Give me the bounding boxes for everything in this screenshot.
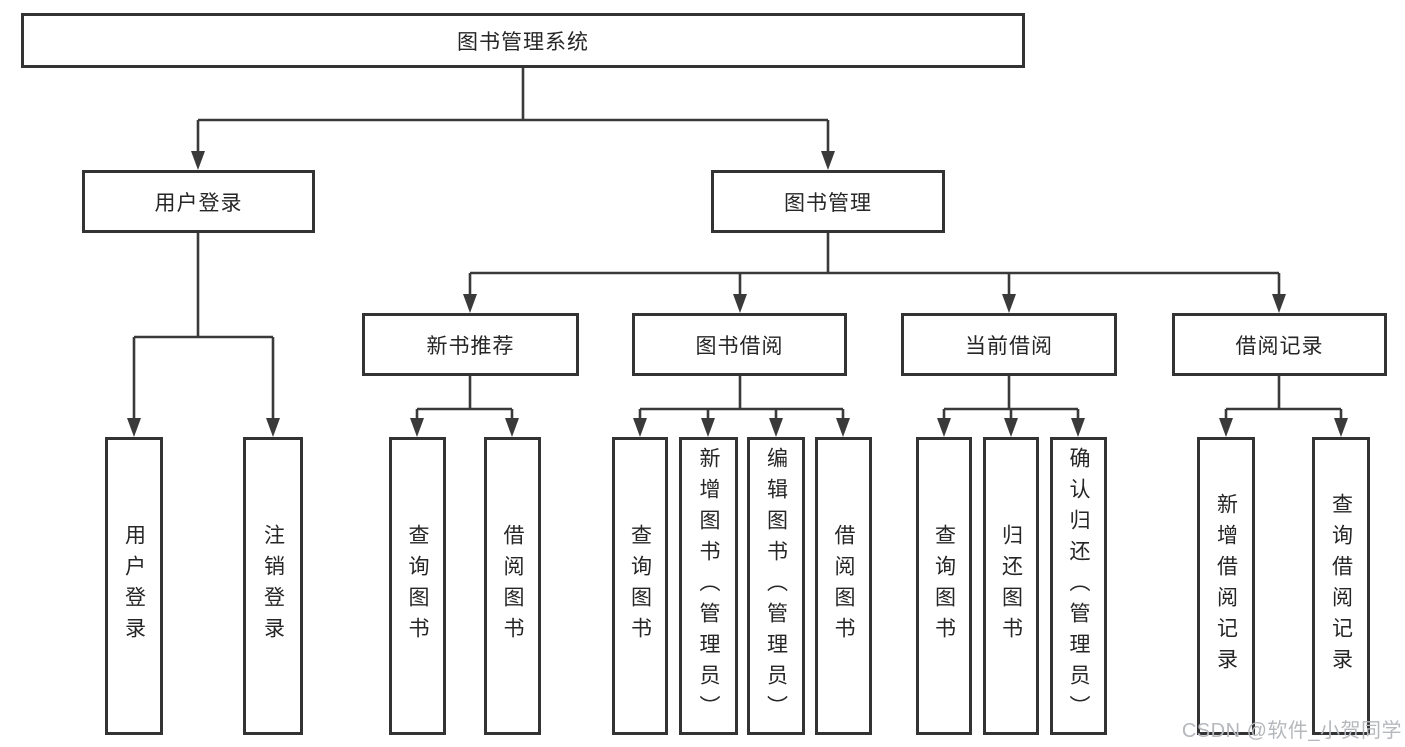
node-label: 新增图书（管理员） bbox=[697, 446, 720, 726]
arrowhead-icon bbox=[733, 294, 747, 313]
node-label: 新增借阅记录 bbox=[1214, 493, 1238, 679]
arrowhead-icon bbox=[769, 418, 783, 437]
node-leaf-add-books-admin: 新增图书（管理员） bbox=[679, 437, 738, 735]
arrowhead-icon bbox=[1272, 294, 1286, 313]
arrowhead-icon bbox=[410, 418, 424, 437]
node-label: 借阅记录 bbox=[1235, 334, 1324, 358]
node-label: 查询图书 bbox=[932, 524, 956, 648]
node-label: 查询图书 bbox=[628, 524, 652, 648]
node-borrowing-records: 借阅记录 bbox=[1172, 313, 1387, 376]
arrowhead-icon bbox=[505, 418, 519, 437]
node-leaf-edit-books-admin: 编辑图书（管理员） bbox=[747, 437, 805, 735]
node-label: 注销登录 bbox=[261, 524, 285, 648]
arrowhead-icon bbox=[937, 418, 951, 437]
node-label: 编辑图书（管理员） bbox=[764, 446, 788, 726]
node-label: 当前借阅 bbox=[965, 334, 1053, 358]
node-label: 借阅图书 bbox=[501, 524, 524, 648]
node-leaf-query-books-borrowing: 查询图书 bbox=[612, 437, 668, 735]
connector-borrowing-records-to-leaves bbox=[1219, 376, 1348, 437]
arrowhead-icon bbox=[266, 418, 280, 437]
node-leaf-query-borrow-record: 查询借阅记录 bbox=[1312, 437, 1370, 735]
arrowhead-icon bbox=[633, 418, 647, 437]
node-label: 图书借阅 bbox=[695, 334, 784, 358]
node-label: 确认归还（管理员） bbox=[1067, 446, 1090, 726]
connector-new-book-recommend-to-leaves bbox=[410, 376, 519, 437]
node-library-management-system: 图书管理系统 bbox=[21, 13, 1025, 68]
arrowhead-icon bbox=[1334, 418, 1348, 437]
node-leaf-logout: 注销登录 bbox=[243, 437, 303, 735]
connector-book-management-to-level3 bbox=[463, 233, 1286, 313]
node-leaf-add-borrow-record: 新增借阅记录 bbox=[1197, 437, 1255, 735]
node-label: 新书推荐 bbox=[426, 334, 515, 358]
arrowhead-icon bbox=[821, 151, 835, 170]
node-label: 用户登录 bbox=[154, 191, 243, 215]
arrowhead-icon bbox=[1071, 418, 1085, 437]
arrowhead-icon bbox=[127, 418, 141, 437]
connector-user-login-to-leaves bbox=[127, 233, 280, 437]
node-label: 查询借阅记录 bbox=[1329, 493, 1353, 679]
node-label: 图书管理系统 bbox=[457, 30, 589, 54]
node-book-management: 图书管理 bbox=[711, 170, 945, 233]
arrowhead-icon bbox=[836, 418, 850, 437]
arrowhead-icon bbox=[191, 151, 205, 170]
node-new-book-recommend: 新书推荐 bbox=[362, 313, 579, 376]
node-label: 借阅图书 bbox=[832, 524, 855, 648]
node-leaf-confirm-return-admin: 确认归还（管理员） bbox=[1050, 437, 1107, 735]
connector-book-borrowing-to-leaves bbox=[633, 376, 850, 437]
node-leaf-borrow-books-recommend: 借阅图书 bbox=[484, 437, 541, 735]
node-current-borrowing: 当前借阅 bbox=[901, 313, 1117, 376]
arrowhead-icon bbox=[1002, 294, 1016, 313]
node-label: 用户登录 bbox=[122, 524, 146, 648]
node-leaf-borrow-books: 借阅图书 bbox=[815, 437, 872, 735]
connector-root-to-level2 bbox=[191, 68, 835, 170]
node-user-login: 用户登录 bbox=[82, 170, 315, 233]
node-label: 查询图书 bbox=[406, 524, 429, 648]
connector-current-borrowing-to-leaves bbox=[937, 376, 1085, 437]
node-label: 归还图书 bbox=[999, 524, 1023, 648]
node-leaf-query-books-current: 查询图书 bbox=[916, 437, 972, 735]
arrowhead-icon bbox=[1219, 418, 1233, 437]
node-leaf-return-books: 归还图书 bbox=[983, 437, 1039, 735]
csdn-watermark: CSDN @软件_小贺同学 bbox=[1181, 720, 1402, 742]
arrowhead-icon bbox=[1004, 418, 1018, 437]
node-leaf-user-login: 用户登录 bbox=[105, 437, 163, 735]
node-leaf-query-books-recommend: 查询图书 bbox=[389, 437, 446, 735]
node-label: 图书管理 bbox=[784, 191, 872, 215]
arrowhead-icon bbox=[701, 418, 715, 437]
arrowhead-icon bbox=[463, 294, 477, 313]
node-book-borrowing: 图书借阅 bbox=[632, 313, 847, 376]
